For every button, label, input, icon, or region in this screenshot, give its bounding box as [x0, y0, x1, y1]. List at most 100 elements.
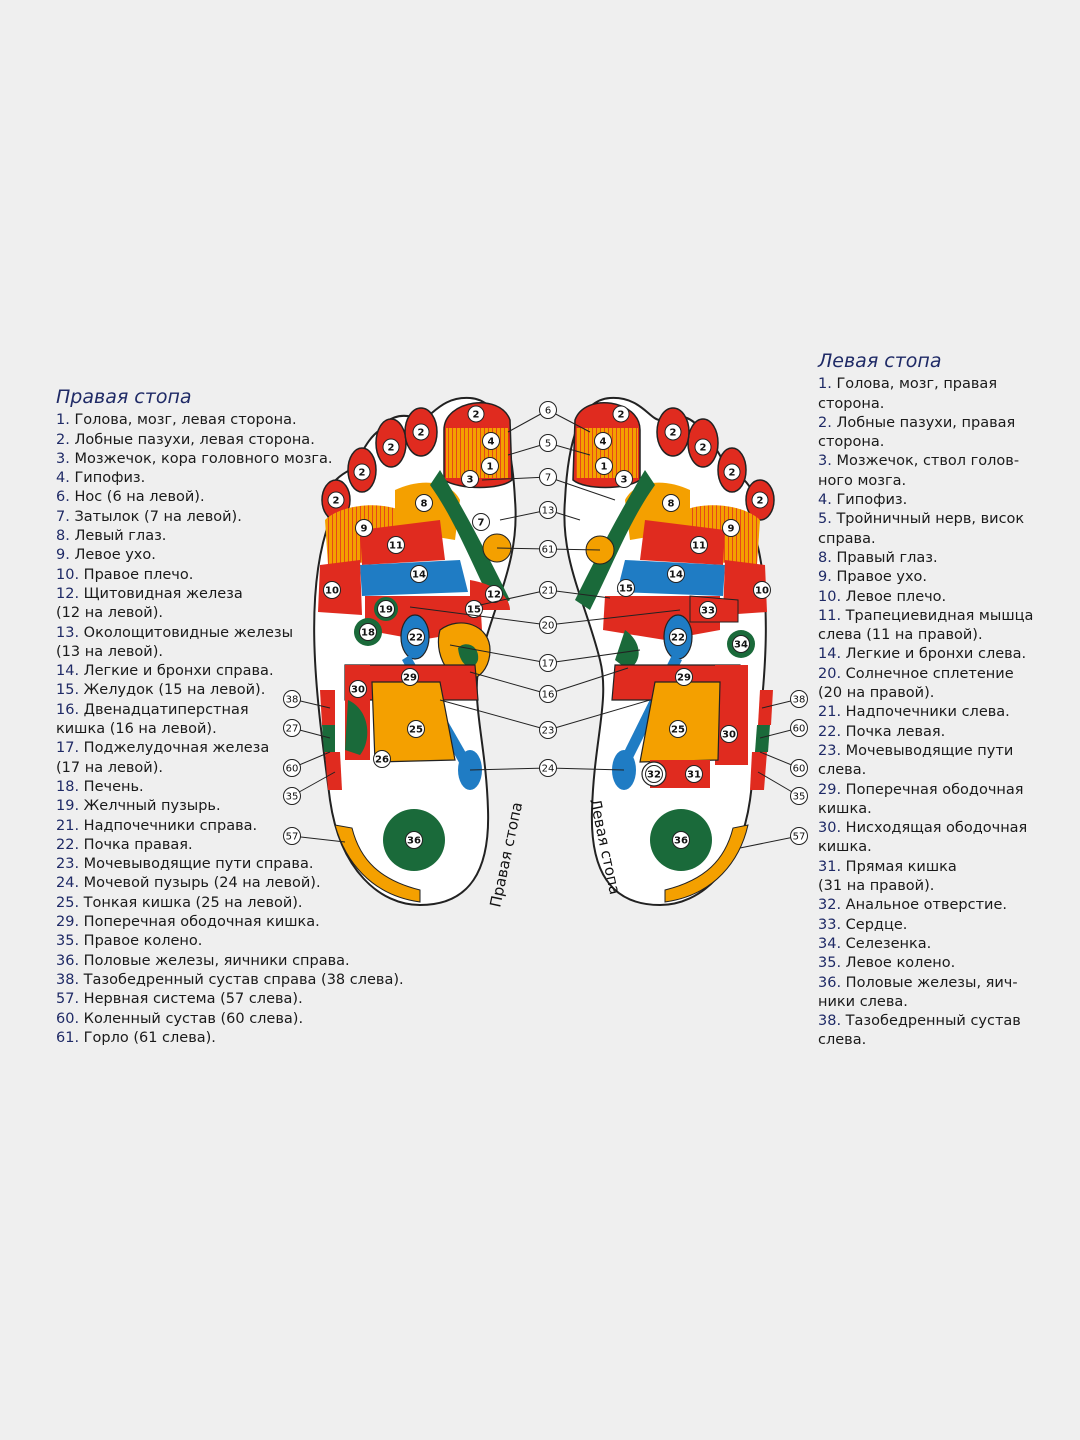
legend-item-number: 29.	[818, 781, 842, 798]
zone-label-circle	[349, 680, 367, 698]
zone-label-circle	[353, 463, 371, 481]
legend-item-text: Поперечная ободочная кишка.	[818, 781, 1024, 817]
legend-item-number: 4.	[56, 470, 70, 487]
legend-item: 16. Двенадцатиперстная кишка (16 на лево…	[56, 701, 416, 740]
left-zone-green-diag	[575, 470, 655, 610]
zone-label-l29: 29	[675, 668, 693, 686]
zone-label-circle	[415, 494, 433, 512]
zone-label-circle	[685, 765, 703, 783]
zone-label-left-toe-4: 2	[612, 405, 630, 423]
zone-label-text: 25	[409, 725, 423, 736]
legend-item: 36. Половые железы, яичники справа.	[56, 952, 416, 971]
legend-item-number: 24.	[56, 875, 80, 892]
zone-label-text: 30	[722, 730, 736, 741]
legend-item-text: Лобные пазухи, левая сторона.	[69, 431, 315, 448]
zone-label-circle	[617, 579, 635, 597]
zone-label-text: 1	[487, 462, 494, 473]
zone-label-outer-left-0: 38	[790, 690, 808, 708]
zone-label-circle	[465, 600, 483, 618]
legend-item-text: Правое плечо.	[79, 566, 194, 583]
legend-item: 14. Легкие и бронхи справа.	[56, 662, 416, 681]
zone-label-circle	[481, 457, 499, 475]
zone-label-l1: 1	[595, 457, 613, 475]
zone-label-text: 2	[473, 410, 480, 421]
legend-item: 36. Половые железы, яич- ники слева.	[818, 974, 1048, 1013]
zone-label-circle	[283, 690, 301, 708]
callout-leader-line	[547, 476, 616, 501]
zone-label-text: 35	[286, 792, 299, 803]
legend-item-text: Нервная система (57 слева).	[79, 991, 303, 1008]
legend-item-text: Поперечная ободочная кишка.	[79, 914, 320, 931]
zone-label-outer-right-0: 38	[283, 690, 301, 708]
zone-label-right-toe-2: 2	[382, 438, 400, 456]
zone-label-circle	[323, 581, 341, 599]
zone-label-text: 2	[729, 468, 736, 479]
zone-label-circle	[732, 635, 750, 653]
zone-label-r22: 22	[407, 628, 425, 646]
legend-item-number: 15.	[56, 682, 80, 699]
zone-label-text: 4	[600, 437, 607, 448]
legend-item-text: Анальное отверстие.	[841, 897, 1008, 914]
zone-label-l15: 15	[617, 579, 635, 597]
zone-label-circle	[401, 668, 419, 686]
zone-label-circle	[790, 759, 808, 777]
zone-label-text: 14	[412, 570, 426, 581]
legend-item-text: Правое колено.	[79, 933, 203, 950]
zone-label-outer-left-3: 35	[790, 787, 808, 805]
zone-label-circle	[461, 470, 479, 488]
legend-item: 21. Надпочечники справа.	[56, 817, 416, 836]
legend-item: 60. Коленный сустав (60 слева).	[56, 1010, 416, 1029]
legend-item-text: Нисходящая ободочная кишка.	[818, 820, 1028, 856]
legend-item-text: Гипофиз.	[831, 492, 908, 509]
left-zone-35	[750, 752, 767, 790]
legend-item-text: Коленный сустав (60 слева).	[79, 1010, 304, 1027]
legend-item: 10. Левое плечо.	[818, 588, 1048, 607]
zone-label-r8: 8	[415, 494, 433, 512]
legend-item-number: 3.	[56, 450, 70, 467]
legend-item-number: 6.	[56, 489, 70, 506]
zone-label-circle	[675, 668, 693, 686]
zone-label-circle	[539, 721, 557, 739]
right-foot-legend: Правая стопа 1. Голова, мозг, левая стор…	[56, 387, 416, 1048]
zone-label-l8: 8	[662, 494, 680, 512]
zone-label-text: 18	[361, 628, 375, 639]
zone-label-circle	[283, 719, 301, 737]
zone-label-center-5: 21	[539, 581, 557, 599]
callout-leader-line	[547, 667, 629, 695]
zone-label-circle	[722, 519, 740, 537]
legend-item-number: 22.	[56, 836, 80, 853]
callout-leader-line	[739, 835, 800, 849]
legend-item: 29. Поперечная ободочная кишка.	[818, 781, 1048, 820]
zone-label-r15: 15	[465, 600, 483, 618]
zone-label-text: 19	[379, 605, 393, 616]
zone-label-l31: 31	[685, 765, 703, 783]
legend-item-number: 9.	[818, 569, 832, 586]
zone-label-text: 10	[755, 586, 769, 597]
zone-label-text: 38	[793, 695, 806, 706]
legend-item-number: 19.	[56, 798, 80, 815]
legend-item-number: 23.	[818, 742, 842, 759]
legend-item: 38. Тазобедренный сустав слева.	[818, 1012, 1048, 1051]
zone-label-circle	[387, 536, 405, 554]
legend-item-number: 22.	[818, 723, 842, 740]
zone-label-text: 7	[478, 518, 485, 529]
callout-leader-line	[547, 589, 611, 599]
zone-label-circle	[539, 685, 557, 703]
zone-label-circle	[539, 401, 557, 419]
legend-item: 11. Трапециевидная мышца слева (11 на пр…	[818, 607, 1048, 646]
legend-item: 4. Гипофиз.	[818, 491, 1048, 510]
legend-item: 57. Нервная система (57 слева).	[56, 990, 416, 1009]
legend-item-number: 10.	[818, 588, 842, 605]
zone-label-circle	[645, 765, 663, 783]
zone-label-circle	[283, 787, 301, 805]
legend-item-text: Солнечное сплетение (20 на правой).	[818, 665, 1014, 702]
zone-label-text: 22	[409, 633, 423, 644]
left-zone-60	[755, 725, 770, 752]
legend-item-text: Тазобедренный сустав справа (38 слева).	[79, 971, 404, 988]
zone-label-left-toe-3: 2	[664, 423, 682, 441]
legend-item: 32. Анальное отверстие.	[818, 896, 1048, 915]
zone-label-r19: 19	[377, 600, 395, 618]
zone-label-r12: 12	[485, 585, 503, 603]
legend-item: 17. Поджелудочная железа (17 на левой).	[56, 739, 416, 778]
